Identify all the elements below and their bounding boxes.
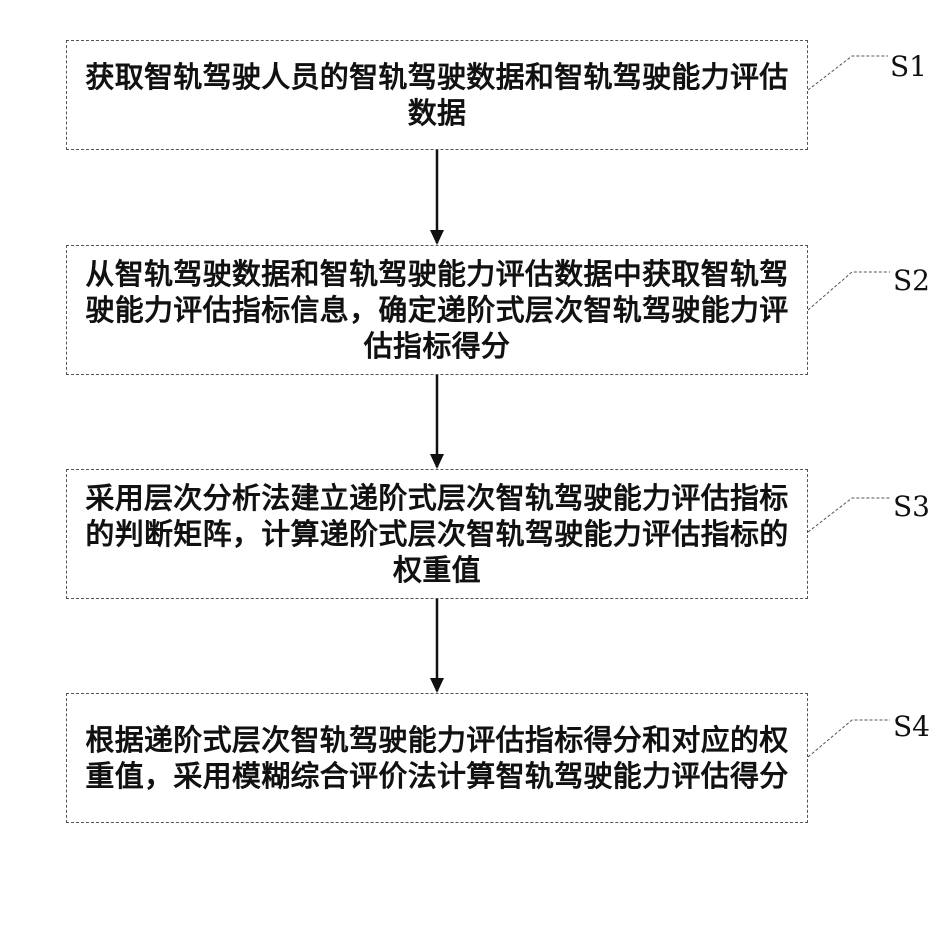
step-text-s4: 根据递阶式层次智轨驾驶能力评估指标得分和对应的权重值，采用模糊综合评价法计算智轨… — [75, 722, 799, 794]
step-text-s2: 从智轨驾驶数据和智轨驾驶能力评估数据中获取智轨驾驶能力评估指标信息，确定递阶式层… — [75, 256, 799, 364]
leader-line-s1 — [808, 56, 888, 90]
leader-line-s4 — [808, 720, 890, 757]
step-box-s2: 从智轨驾驶数据和智轨驾驶能力评估数据中获取智轨驾驶能力评估指标信息，确定递阶式层… — [66, 245, 808, 375]
step-text-s3: 采用层次分析法建立递阶式层次智轨驾驶能力评估指标的判断矩阵，计算递阶式层次智轨驾… — [75, 480, 799, 588]
step-label-s4: S4 — [893, 710, 930, 743]
step-box-s1: 获取智轨驾驶人员的智轨驾驶数据和智轨驾驶能力评估数据 — [66, 40, 808, 150]
arrowhead-s3-to-s4 — [430, 678, 444, 693]
step-label-s1: S1 — [890, 50, 927, 83]
arrowhead-s2-to-s3 — [430, 454, 444, 469]
leader-line-s2 — [808, 272, 890, 310]
step-label-s3: S3 — [893, 490, 930, 523]
step-label-s2: S2 — [893, 264, 930, 297]
leader-line-s3 — [808, 498, 890, 532]
step-box-s3: 采用层次分析法建立递阶式层次智轨驾驶能力评估指标的判断矩阵，计算递阶式层次智轨驾… — [66, 469, 808, 599]
step-text-s1: 获取智轨驾驶人员的智轨驾驶数据和智轨驾驶能力评估数据 — [75, 59, 799, 131]
step-box-s4: 根据递阶式层次智轨驾驶能力评估指标得分和对应的权重值，采用模糊综合评价法计算智轨… — [66, 693, 808, 823]
arrowhead-s1-to-s2 — [430, 230, 444, 245]
